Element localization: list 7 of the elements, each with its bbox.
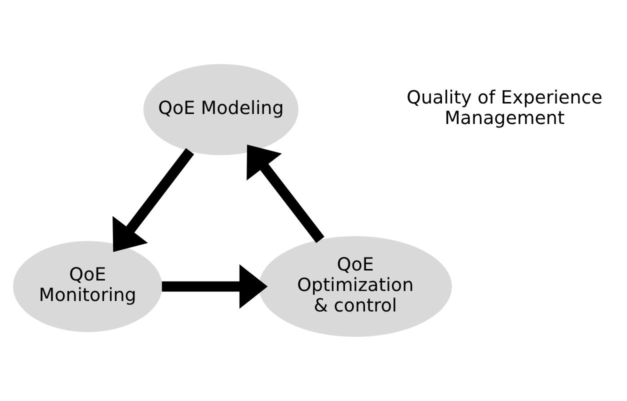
- arrow: [112, 148, 194, 252]
- node-ellipse: QoE Modeling: [143, 64, 298, 156]
- arrow: [162, 264, 268, 309]
- label: Quality of Experience Management: [406, 88, 603, 130]
- node-ellipse: QoE Monitoring: [13, 240, 162, 332]
- arrow: [246, 144, 324, 243]
- node-ellipse: QoE Optimization & control: [258, 236, 452, 337]
